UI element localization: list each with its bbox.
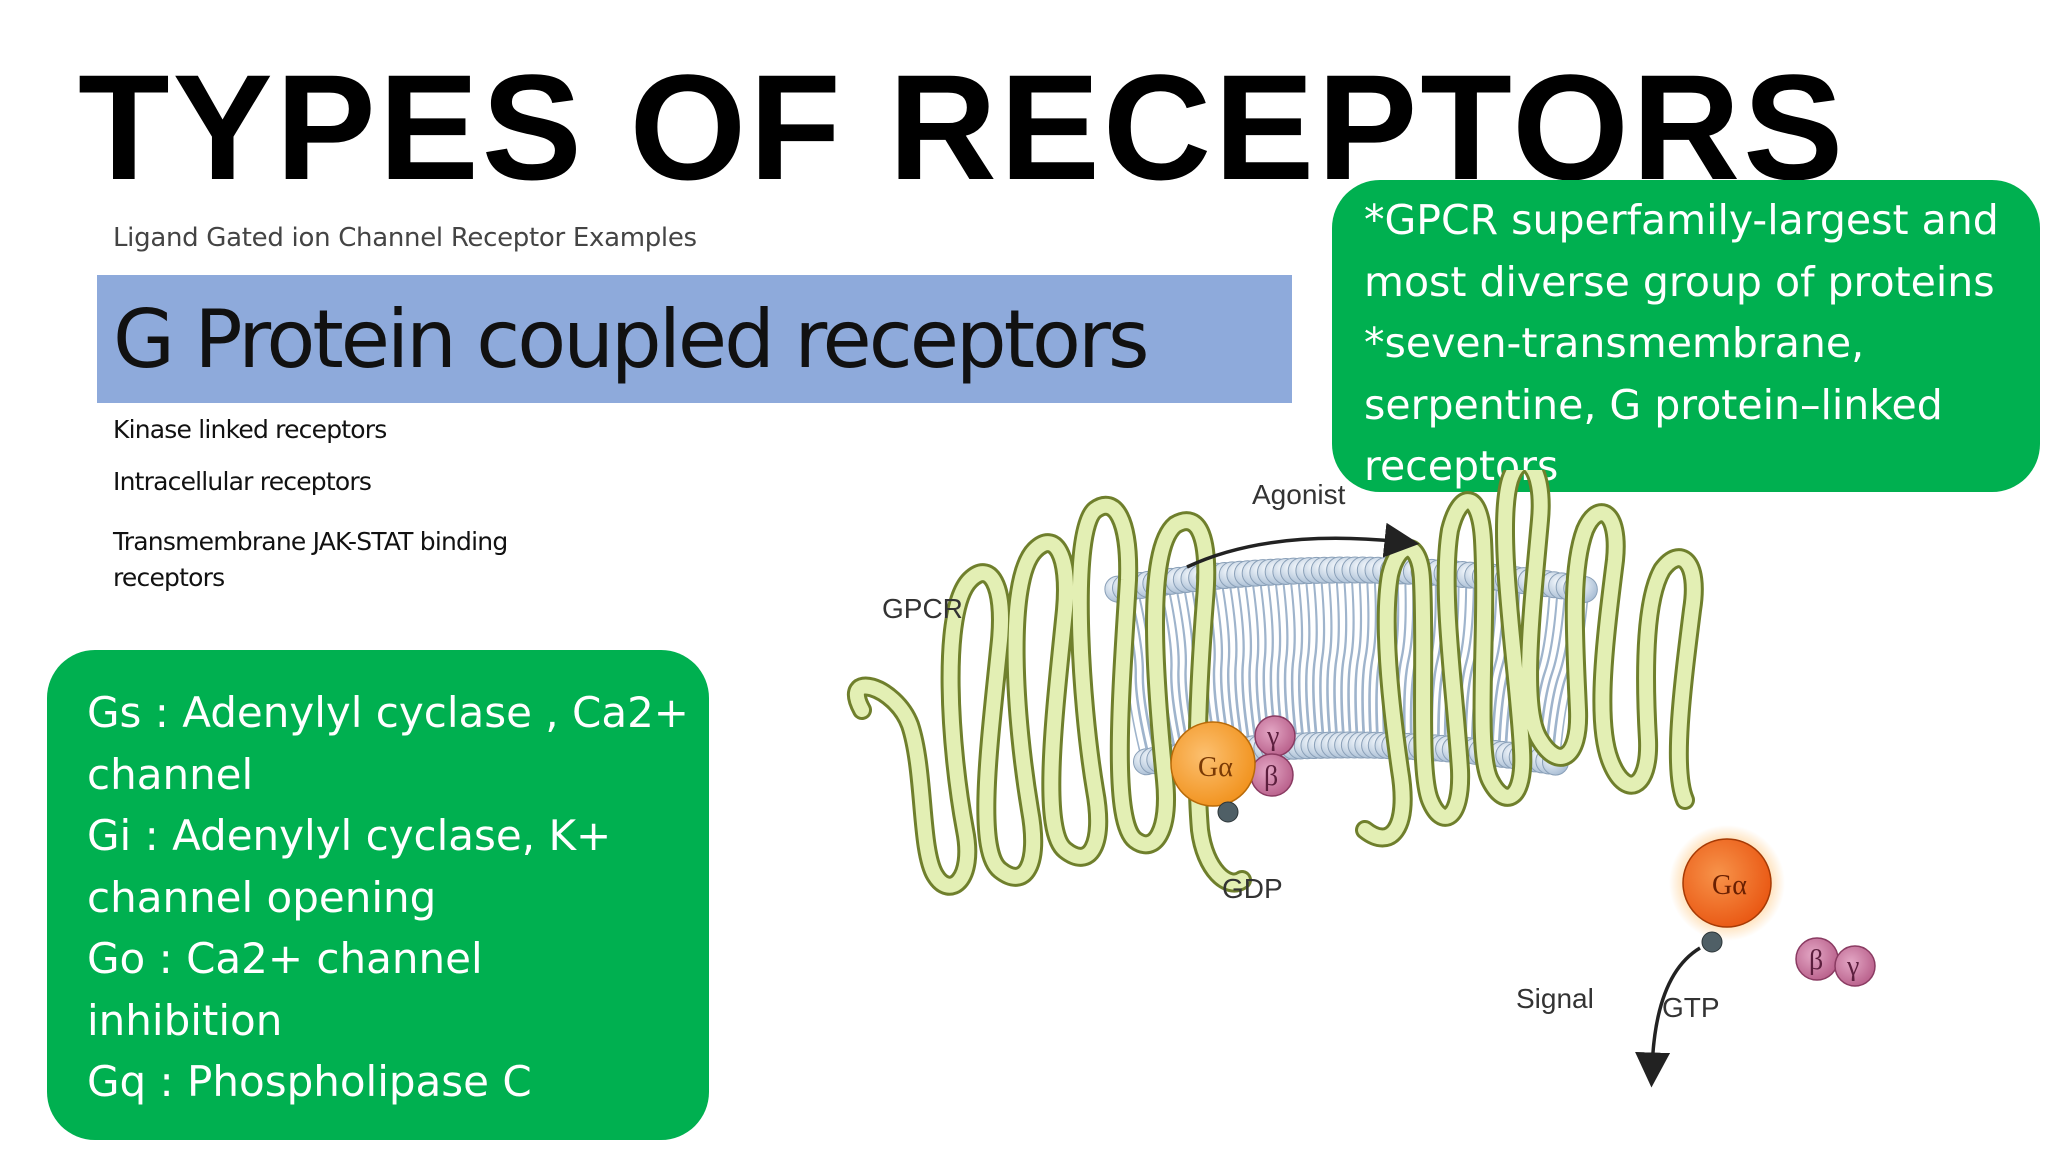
lipid-tail [1333,569,1340,746]
g-protein-line: Gi : Adenylyl cyclase, K+ [87,811,612,860]
g-alpha-active-label: Gα [1712,870,1747,901]
lipid-tail [1326,570,1332,746]
lipid-tail [1158,582,1184,757]
gpcr-info-line: most diverse group of proteins [1364,257,1995,306]
gpcr-info-line: serpentine, G protein–linked [1364,380,1943,429]
agonist-label: Agonist [1252,479,1346,510]
g-protein-line: Gq : Phospholipase C [87,1057,532,1106]
gpcr-highlight-text: G Protein coupled receptors [113,293,1150,386]
lipid-tail [1250,573,1264,749]
gtp-label: GTP [1662,992,1720,1023]
lipid-tail [1354,569,1362,746]
lipid-tail [1219,575,1237,751]
page-title: TYPES OF RECEPTORS [78,43,1847,211]
g-protein-types-box: Gs : Adenylyl cyclase , Ca2+ channel Gi … [47,650,709,1140]
g-alpha-label: Gα [1198,752,1233,783]
active-receptor-helix [1358,470,1701,845]
gpcr-info-line: *seven-transmembrane, [1364,319,1865,367]
g-protein-line: Gs : Adenylyl cyclase , Ca2+ [87,688,689,737]
g-gamma-free-subunit [1834,945,1876,987]
lipid-tail [1288,571,1298,747]
lipid-tail [1242,573,1257,749]
lipid-tail [1128,587,1157,761]
lipid-tail [1166,581,1190,756]
gpcr-membrane-diagram: Gα γ β Gα β γ GPCR Agonist GDP Signal GT… [847,470,1876,1088]
agonist-arrow [1186,522,1420,569]
gpcr-info-box: *GPCR superfamily-largest and most diver… [1332,180,2040,492]
g-alpha-active-subunit [1682,838,1772,928]
gpcr-highlight-bar: G Protein coupled receptors [97,275,1292,403]
gdp-label: GDP [1222,873,1283,904]
lipid-tail [1296,570,1305,746]
inactive-receptor-helix [849,498,1249,893]
lipid-tail [1347,569,1355,746]
g-alpha-subunit [1170,721,1256,807]
gpcr-helices [847,470,1704,896]
lipid-tail [1368,570,1377,746]
lipid-tail [1319,570,1325,746]
beta-free-label: β [1809,945,1823,976]
gamma-label: γ [1266,721,1279,752]
receptor-item-jak-stat: Transmembrane JAK-STAT binding receptors [113,527,508,592]
g-protein-line: Go : Ca2+ channel [87,934,483,983]
gpcr-info-line: *GPCR superfamily-largest and [1364,196,1999,244]
gdp-molecule [1217,801,1239,823]
gpcr-info-line: receptors [1364,442,1559,490]
lipid-tail [1281,571,1291,747]
signal-arrow [1635,946,1701,1088]
receptor-item-intracellular: Intracellular receptors [113,467,372,496]
gtp-molecule [1701,931,1723,953]
lipid-tail [1227,575,1244,750]
gpcr-label: GPCR [882,593,963,624]
g-protein-line: channel [87,749,254,799]
lipid-tail [1235,574,1251,750]
g-protein-line: channel opening [87,872,437,922]
lipid-tail [1273,571,1284,747]
lipid-tail [1265,572,1278,748]
gamma-free-label: γ [1846,951,1859,982]
lipid-tail [1258,572,1271,748]
lipid-tail [1311,570,1318,746]
g-protein-line: inhibition [87,995,283,1045]
lipid-tail [1340,569,1347,746]
signal-label: Signal [1516,983,1594,1014]
lipid-tail [1361,570,1369,746]
receptor-item-ligand-gated: Ligand Gated ion Channel Receptor Exampl… [113,223,697,253]
receptor-item-kinase: Kinase linked receptors [113,415,387,444]
lipid-tail [1304,570,1311,746]
beta-label: β [1264,761,1278,792]
lipid-tail [1212,576,1231,751]
